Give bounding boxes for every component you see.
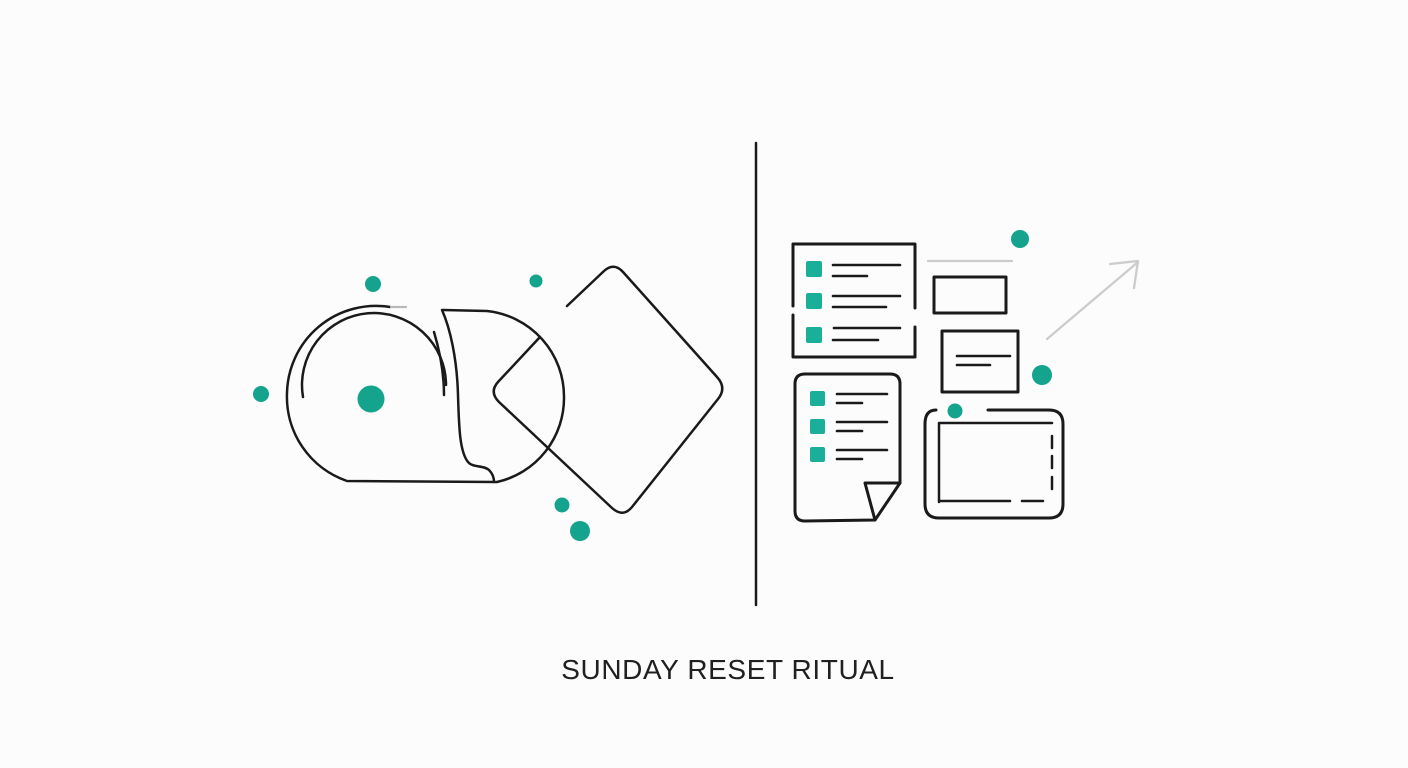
checkbox-square bbox=[806, 327, 822, 343]
checkbox-square bbox=[810, 391, 825, 406]
right-accent-dots bbox=[947, 230, 1052, 419]
checklist-card bbox=[791, 242, 917, 359]
text-card-border bbox=[940, 329, 1020, 394]
accent-dot bbox=[947, 403, 963, 419]
accent-dot bbox=[1032, 365, 1052, 385]
text-card bbox=[940, 329, 1020, 394]
tilted-square-outline bbox=[492, 265, 724, 514]
checkbox-square bbox=[810, 447, 825, 462]
tape-strip-curve bbox=[440, 308, 496, 484]
checklist-text-lines bbox=[831, 326, 902, 342]
folded-corner bbox=[863, 481, 902, 522]
document-text-lines bbox=[835, 420, 889, 433]
tape-roll-inner-circle bbox=[300, 311, 448, 399]
tape-roll-outline bbox=[285, 304, 566, 484]
arrow-head bbox=[1108, 259, 1140, 290]
document-text-lines bbox=[835, 448, 889, 461]
checkbox-square bbox=[806, 261, 822, 277]
accent-dot bbox=[529, 274, 543, 288]
tape-roll-illustration bbox=[285, 304, 566, 484]
tablet-outline bbox=[923, 408, 1065, 520]
document-outline bbox=[793, 372, 902, 523]
checklist-document bbox=[793, 372, 902, 523]
tape-strip-inner-arc bbox=[432, 330, 446, 397]
text-card-lines bbox=[955, 354, 1012, 367]
accent-dot bbox=[570, 521, 590, 541]
tablet-screen bbox=[937, 421, 1054, 504]
caption-title: SUNDAY RESET RITUAL bbox=[561, 654, 895, 685]
checklist-text-lines bbox=[831, 294, 902, 309]
growth-arrow bbox=[1045, 259, 1140, 341]
tilted-square bbox=[492, 265, 724, 514]
checkbox-square bbox=[810, 419, 825, 434]
tablet-frame bbox=[923, 408, 1065, 520]
accent-dot bbox=[1011, 230, 1029, 248]
left-accent-dots bbox=[253, 274, 590, 541]
checklist-text-lines bbox=[831, 263, 902, 278]
accent-dot-large bbox=[357, 385, 385, 413]
blank-rectangle bbox=[932, 275, 1008, 315]
arrow-shaft bbox=[1045, 260, 1140, 341]
accent-dot bbox=[253, 386, 269, 402]
checkbox-square bbox=[806, 293, 822, 309]
checklist-card-border bbox=[791, 242, 917, 359]
accent-dot bbox=[554, 497, 570, 513]
accent-dot bbox=[365, 276, 381, 292]
document-text-lines bbox=[835, 392, 889, 405]
